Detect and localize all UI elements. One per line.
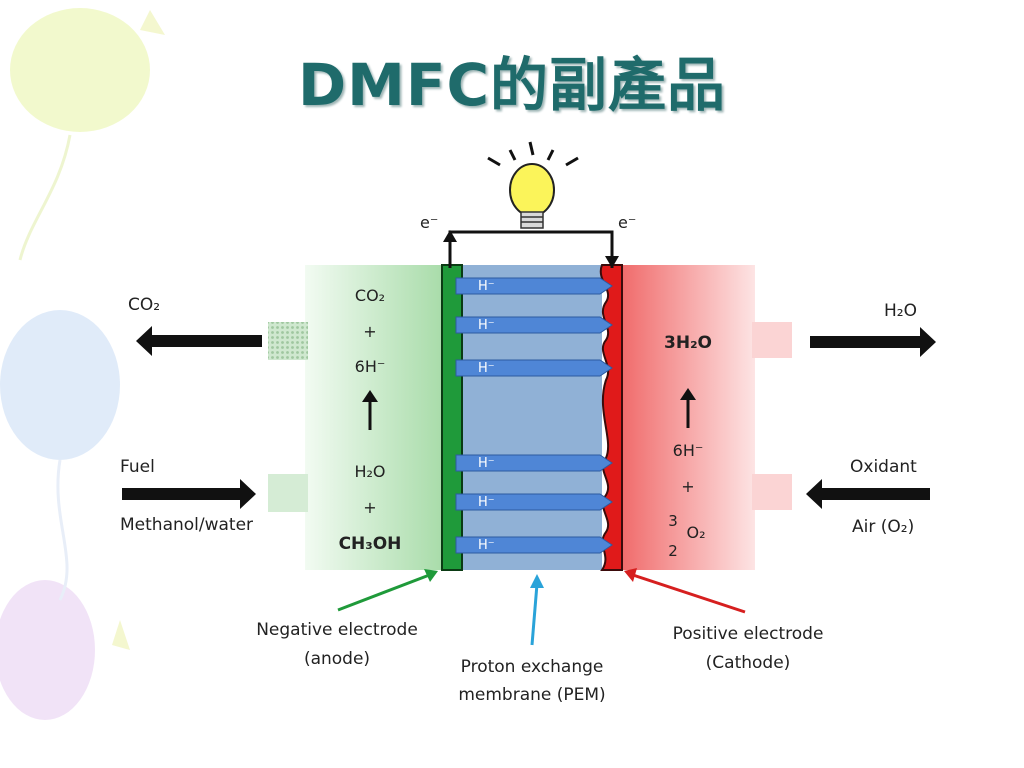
air-o2-label: Air (O₂)	[852, 517, 914, 537]
anode-up-arrow	[362, 390, 378, 430]
proton-label: H⁻	[478, 495, 495, 510]
positive-electrode-label: Positive electrode	[673, 624, 824, 644]
anode-reaction-plus: +	[363, 322, 376, 341]
proton-label: H⁻	[478, 361, 495, 376]
proton-arrow	[455, 536, 613, 554]
oxidant-label: Oxidant	[850, 457, 917, 477]
fuel-label: Fuel	[120, 457, 155, 477]
proton-arrow	[455, 316, 613, 334]
anode-reaction-ch3oh: CH₃OH	[339, 534, 402, 554]
water-outlet-port	[752, 322, 792, 358]
pem-callout-arrow	[530, 574, 544, 646]
positive-electrode-callout-arrow	[624, 568, 746, 614]
cathode-up-arrow	[680, 388, 696, 428]
pem-sublabel: membrane (PEM)	[458, 685, 605, 705]
electron-label-left: e⁻	[420, 213, 438, 232]
anode-electrode	[441, 264, 463, 571]
co2-out-arrow	[136, 326, 262, 356]
anode-reaction-h2o: H₂O	[354, 462, 385, 481]
anode-zone	[305, 265, 442, 570]
cathode-reaction-3h2o: 3H₂O	[664, 333, 712, 353]
light-bulb-icon	[487, 141, 579, 229]
proton-label: H⁻	[478, 538, 495, 553]
fuel-inlet-port	[268, 474, 308, 512]
anode-reaction-co2: CO₂	[355, 286, 385, 305]
cathode-reaction-denominator: 2	[668, 542, 678, 560]
proton-arrows	[455, 277, 613, 554]
air-inlet-port	[752, 474, 792, 510]
cathode-reaction-6h: 6H⁻	[673, 441, 704, 460]
cathode-reaction-numerator: 3	[668, 512, 678, 530]
proton-arrow	[455, 454, 613, 472]
negative-electrode-sublabel: (anode)	[304, 649, 370, 669]
co2-output-label: CO₂	[128, 295, 160, 315]
electron-flow-arrow-up	[443, 230, 457, 242]
cathode-reaction-plus: +	[681, 477, 694, 496]
proton-exchange-membrane	[462, 265, 602, 570]
co2-outlet-port	[268, 322, 308, 360]
electron-flow-arrow-down	[605, 256, 619, 268]
proton-arrow	[455, 493, 613, 511]
positive-electrode-sublabel: (Cathode)	[706, 653, 791, 673]
pem-label: Proton exchange	[461, 657, 604, 677]
decorative-balloons	[0, 8, 165, 720]
negative-electrode-label: Negative electrode	[256, 620, 418, 640]
negative-electrode-callout-arrow	[337, 569, 438, 612]
fuel-in-arrow	[122, 479, 256, 509]
proton-label: H⁻	[478, 456, 495, 471]
h2o-output-label: H₂O	[884, 301, 917, 321]
external-circuit	[448, 230, 614, 268]
slide-title: DMFC的副產品	[297, 51, 727, 119]
flow-arrows	[122, 326, 936, 509]
proton-arrow	[455, 277, 613, 295]
proton-arrow	[455, 359, 613, 377]
methanol-water-label: Methanol/water	[120, 515, 253, 535]
cathode-electrode	[599, 264, 623, 571]
anode-reaction-6h: 6H⁻	[355, 357, 386, 376]
proton-label: H⁻	[478, 318, 495, 333]
air-in-arrow	[806, 479, 930, 509]
water-out-arrow	[810, 327, 936, 357]
proton-label: H⁻	[478, 279, 495, 294]
electron-label-right: e⁻	[618, 213, 636, 232]
cathode-reaction-o2: O₂	[686, 523, 705, 542]
anode-reaction-plus-2: +	[363, 498, 376, 517]
